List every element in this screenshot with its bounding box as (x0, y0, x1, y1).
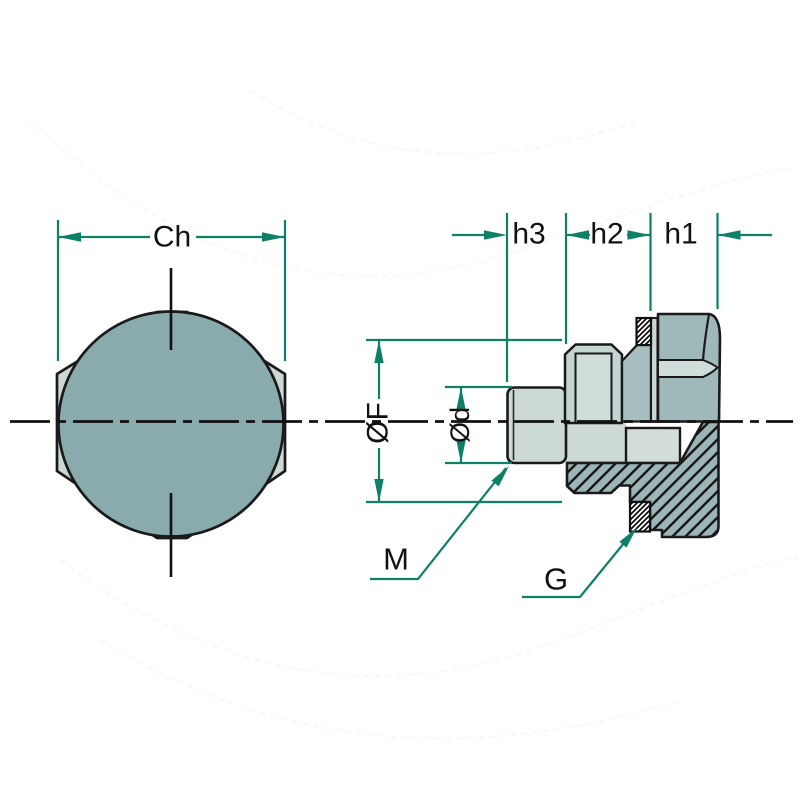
of-arrow-up (374, 340, 384, 363)
label-g-seal: G (544, 562, 568, 597)
side-view-section (506, 312, 722, 539)
label-ch: Ch (153, 221, 191, 254)
label-od: Ød (445, 407, 475, 443)
hex-middle-facet (657, 359, 719, 378)
label-h1: h1 (664, 218, 697, 251)
label-h2: h2 (590, 218, 623, 251)
front-view-hex-head (55, 268, 287, 577)
od-extension-lines (445, 385, 512, 465)
seal-seat-cone (620, 343, 653, 423)
dimension-labels: Ch h3 h2 h1 ØF Ød M G (153, 218, 698, 597)
g-arrow (619, 527, 637, 548)
label-h3: h3 (512, 218, 545, 251)
section-hatched-area (565, 420, 720, 539)
ch-arrow-right (262, 232, 285, 242)
watermark (29, 89, 799, 740)
h-extension-lines (505, 213, 719, 382)
seal-ring-top (635, 316, 653, 347)
hex-chamfer-line (701, 313, 711, 361)
h3-arrow-left (484, 230, 507, 240)
thread-face-panel (574, 352, 613, 424)
of-arrow-down (374, 479, 384, 502)
m-arrow (491, 466, 509, 487)
label-of: ØF (362, 402, 395, 444)
h2-arrow-left (566, 230, 589, 240)
h1-arrow-right (717, 230, 741, 240)
of-extension-lines (366, 338, 562, 504)
pilot-cylinder (506, 386, 568, 465)
g-leader-line (522, 531, 634, 599)
label-m-thread: M (383, 542, 409, 577)
od-arrow-down (456, 440, 466, 463)
m-leader-line (370, 467, 507, 581)
core-band (566, 420, 626, 463)
dimensions (56, 213, 772, 599)
od-arrow-up (456, 387, 466, 410)
ch-extension-lines (56, 220, 287, 361)
h2-arrow-right (627, 230, 651, 240)
ch-arrow-left (58, 232, 81, 242)
bore-rect (624, 426, 682, 465)
seal-ring-bottom (628, 500, 652, 533)
dimension-arrowheads (58, 230, 741, 548)
